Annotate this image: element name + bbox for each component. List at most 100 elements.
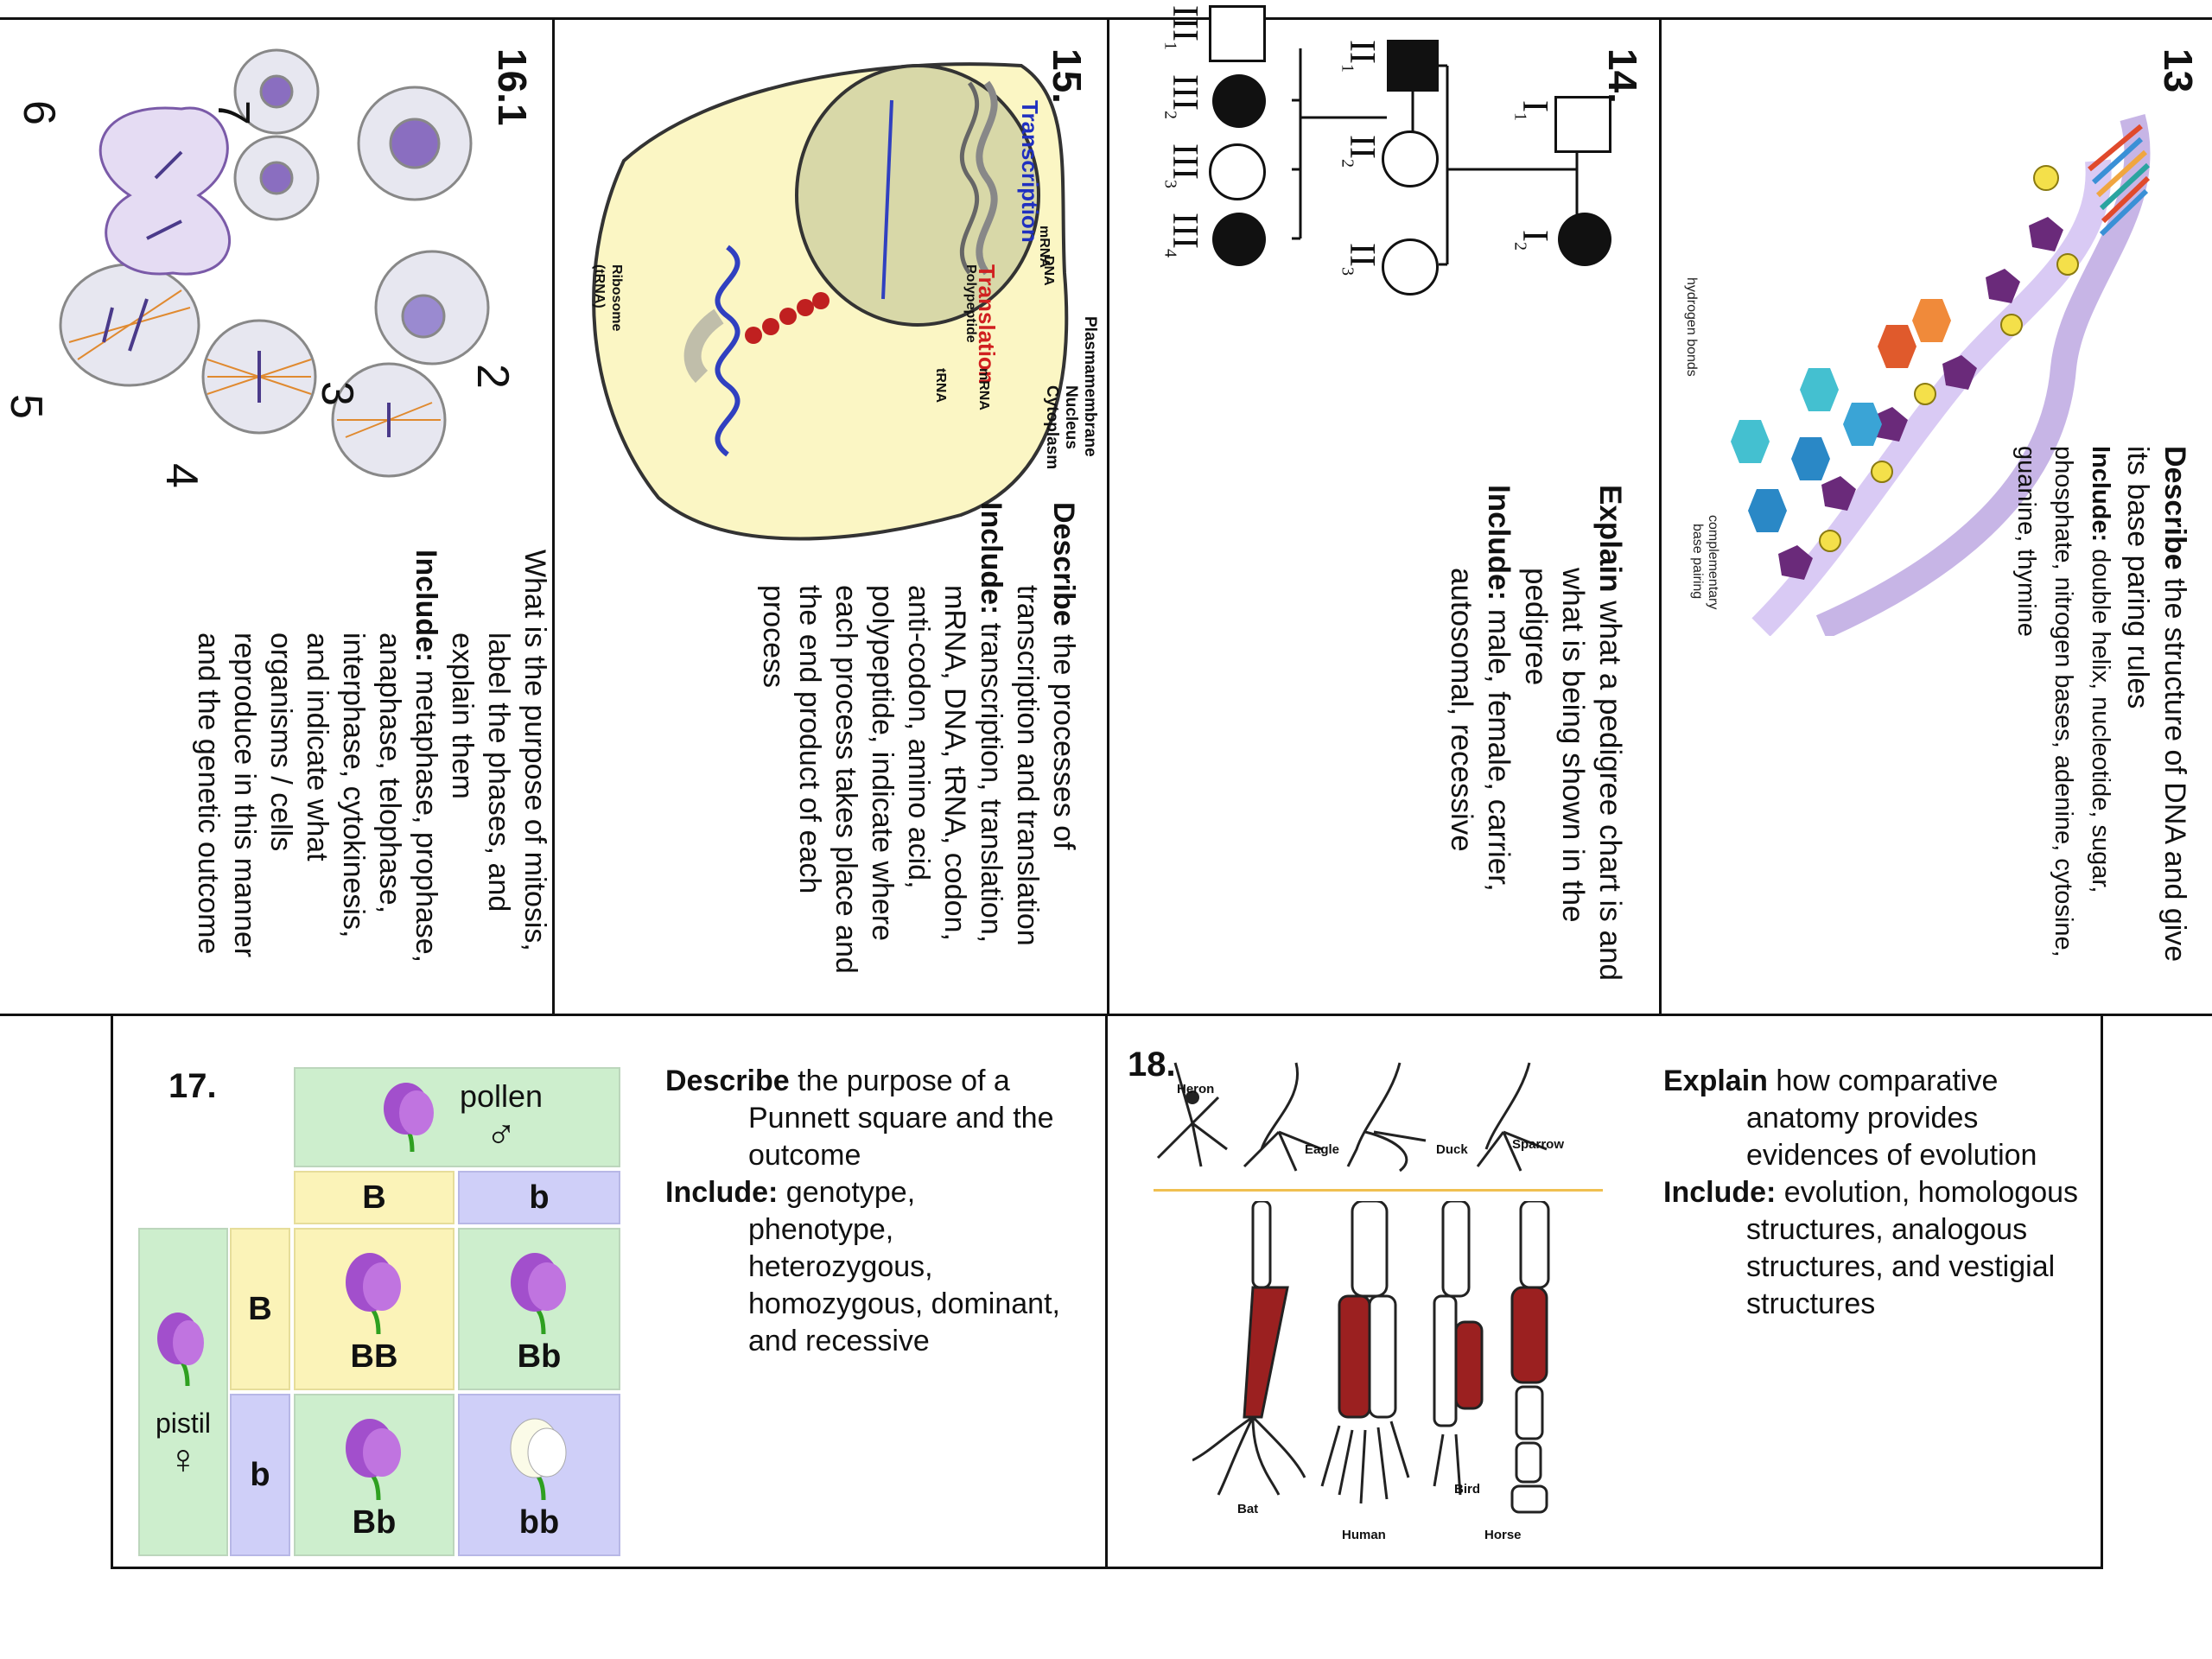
pedigree-II3-female: [1382, 238, 1439, 296]
q16-text-line: and indicate what: [301, 632, 334, 861]
punnett-side-allele-B: B: [230, 1228, 290, 1390]
q17-text-line: Include: genotype,: [665, 1176, 916, 1209]
q13-task-text: Describe the structure of DNA and give i…: [2012, 446, 2191, 963]
q18-text-line: Include: evolution, homologous: [1663, 1176, 2079, 1209]
q15-text-line: Describe the processes of: [1047, 502, 1080, 850]
purple-flower-icon: [346, 1252, 401, 1334]
pedigree-III4-affected-female: [1212, 213, 1266, 266]
pedigree-III2-affected-female: [1212, 74, 1266, 128]
pedigree-III4-label: III4: [1160, 213, 1205, 257]
q17-text-line: Describe the purpose of a: [665, 1065, 1010, 1097]
q16-text-line: and the genetic outcome: [192, 632, 225, 955]
punnett-cell-bb: bb: [458, 1394, 620, 1556]
limb-label-human: Human: [1342, 1528, 1386, 1542]
pistil-label: pistil: [155, 1407, 211, 1439]
q16-text-line: anaphase, telophase,: [373, 632, 406, 914]
q16-text-line: explain them: [446, 632, 479, 799]
q18-text-line: structures: [1746, 1287, 1876, 1320]
q18-number: 18.: [1128, 1046, 1176, 1084]
foot-label-eagle: Eagle: [1305, 1142, 1340, 1157]
protein-synthesis-figure: [592, 62, 1069, 541]
bird-feet-figure: [1156, 1062, 1548, 1173]
punnett-side-allele-b: b: [230, 1394, 290, 1556]
fig-label-nucleus: Nucleus: [1062, 385, 1080, 449]
white-flower-icon: [510, 1418, 567, 1500]
mitosis-phase-2-number: 2: [467, 364, 518, 389]
q18-text-line: evidences of evolution: [1746, 1139, 2037, 1172]
q15-text-line: mRNA, DNA, tRNA, codon,: [938, 585, 971, 941]
pedigree-I2-affected-female: [1558, 213, 1611, 266]
q17-text-line: phenotype,: [748, 1213, 894, 1246]
purple-flower-icon: [511, 1252, 566, 1334]
fig-label-polypeptide: Polypeptide: [963, 264, 978, 343]
dna-helix-figure: hydrogen bonds complementary base pairin…: [1684, 114, 2151, 636]
fig-label-transcription: Transcription: [1017, 100, 1043, 243]
pedigree-III1-label: III1: [1160, 5, 1205, 50]
limb-label-bird: Bird: [1454, 1482, 1480, 1497]
q13-content: 13 hydrog: [1666, 48, 2202, 999]
q18-text-line: structures, and vestigial: [1746, 1250, 2056, 1283]
fig-label-base-pairing: base pairing: [1690, 524, 1705, 599]
q16-text-line: interphase, cytokinesis,: [337, 632, 370, 938]
q18-task-text: Explain how comparative anatomy provides e…: [1663, 1063, 2095, 1323]
pedigree-II2-female: [1382, 130, 1439, 188]
q17-text-line: outcome: [748, 1139, 861, 1172]
fig-label-complementary: complementary: [1706, 515, 1720, 609]
q18-text-line: Explain how comparative: [1663, 1065, 1999, 1097]
pedigree-II3-label: II3: [1338, 243, 1382, 276]
q17-text-line: Punnett square and the: [748, 1102, 1054, 1135]
mitosis-phase-7-number: 7: [208, 100, 258, 125]
fig-label-hydrogen-bonds: hydrogen bonds: [1684, 277, 1699, 377]
q16-content: 16.1 2 3 4 5 6 7 What is: [0, 48, 551, 999]
pedigree-II2-label: II2: [1338, 135, 1382, 168]
pedigree-III3-label: III3: [1160, 143, 1205, 188]
punnett-cell-Bb-bottom: Bb: [294, 1394, 454, 1556]
mitosis-phase-3-number: 3: [312, 381, 362, 406]
punnett-cell-Bb-top: Bb: [458, 1228, 620, 1390]
pedigree-II1-affected-male: [1387, 40, 1439, 92]
female-symbol: ♀: [168, 1436, 199, 1483]
q15-content: 15. DNA mRNA Transcription Translation P…: [555, 48, 1099, 999]
foot-label-duck: Duck: [1436, 1142, 1468, 1157]
pedigree-III1-male: [1209, 5, 1266, 62]
pedigree-III3-female: [1209, 143, 1266, 200]
pedigree-I2-label: I2: [1510, 230, 1554, 251]
fig-label-ribosome: Ribosome: [609, 264, 624, 332]
q14-task-text: Explain what a pedigree chart is and wha…: [1445, 485, 1627, 981]
q18-text-line: anatomy provides: [1746, 1102, 1979, 1135]
punnett-top-allele-B: B: [294, 1171, 454, 1224]
q16-text-line: What is the purpose of mitosis,: [518, 550, 551, 951]
q18-text-line: structures, analogous: [1746, 1213, 2028, 1246]
punnett-cell-BB: BB: [294, 1228, 454, 1390]
limb-label-bat: Bat: [1237, 1502, 1259, 1516]
q15-text-line: Include: transcription, translation,: [975, 502, 1007, 944]
purple-flower-icon: [157, 1312, 204, 1386]
punnett-pistil-header: pistil ♀: [138, 1228, 228, 1556]
q15-text-line: polypeptide, indicate where: [866, 585, 899, 942]
q15-text-line: anti-codon, amino acid,: [902, 585, 935, 889]
q17-text-line: heterozygous,: [748, 1250, 933, 1283]
q16-text-line: Include: metaphase, prophase,: [410, 550, 442, 963]
q16-text-line: reproduce in this manner: [228, 632, 261, 958]
punnett-pollen-header: pollen ♂: [294, 1067, 620, 1167]
fig-label-plasmamembrane: Plasmamembrane: [1081, 316, 1099, 457]
pedigree-symbols: I1 I2 II1 II2 II3 III1 III2 III3 III4: [1128, 5, 1646, 480]
q13-describe: Describe: [2158, 446, 2191, 570]
foot-label-sparrow: Sparrow: [1512, 1137, 1565, 1152]
mitosis-phase-4-number: 4: [156, 463, 207, 488]
mitosis-phase-6-number: 6: [14, 100, 64, 125]
q15-text-line: transcription and translation: [1011, 585, 1044, 946]
pedigree-I1-male: [1554, 96, 1611, 153]
q15-text-line: each process takes place and: [830, 585, 862, 974]
purple-flower-icon: [346, 1418, 401, 1500]
q15-text-line: the end product of each: [793, 585, 826, 894]
forelimbs-figure: [1192, 1201, 1550, 1514]
q16-task-text: What is the purpose of mitosis,label the…: [190, 550, 553, 999]
fig-label-cytoplasm: Cytoplasm: [1043, 385, 1061, 470]
punnett-top-allele-b: b: [458, 1171, 620, 1224]
q17-text-line: homozygous, dominant,: [748, 1287, 1060, 1320]
mitosis-phase-5-number: 5: [1, 394, 51, 419]
q14-content: 14. I1 I2 II1 II2 II3: [1110, 5, 1646, 999]
separator-line: [1154, 1189, 1603, 1192]
